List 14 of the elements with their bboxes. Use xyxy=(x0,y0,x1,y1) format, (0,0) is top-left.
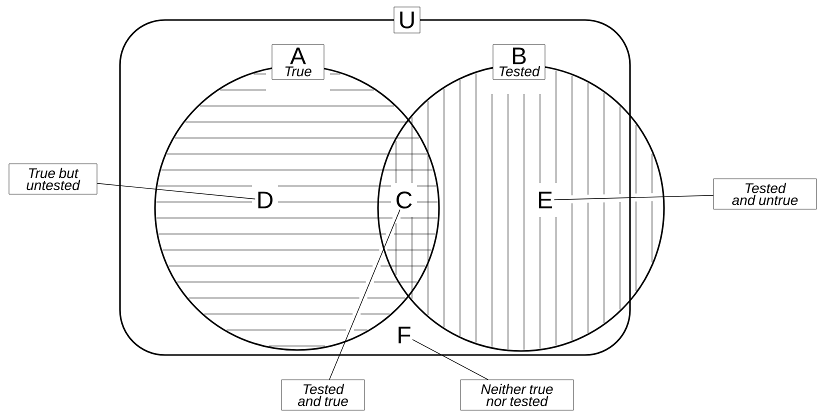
callout-box: Neither true nor tested xyxy=(460,380,574,410)
leader-line xyxy=(412,339,488,380)
leader-line xyxy=(96,183,256,200)
region-letter: F xyxy=(398,326,410,344)
callout-box: True but untested xyxy=(8,164,98,194)
region-letter: E xyxy=(538,192,552,208)
set-label: A True xyxy=(272,44,324,80)
region-letter: C xyxy=(396,192,412,208)
leader-line xyxy=(329,209,400,380)
callout-box: Tested and true xyxy=(281,380,365,410)
callout-box: Tested and untrue xyxy=(713,178,817,210)
leader-line xyxy=(554,195,714,200)
region-letter: D xyxy=(258,192,273,208)
set-label: B Tested xyxy=(492,44,546,80)
